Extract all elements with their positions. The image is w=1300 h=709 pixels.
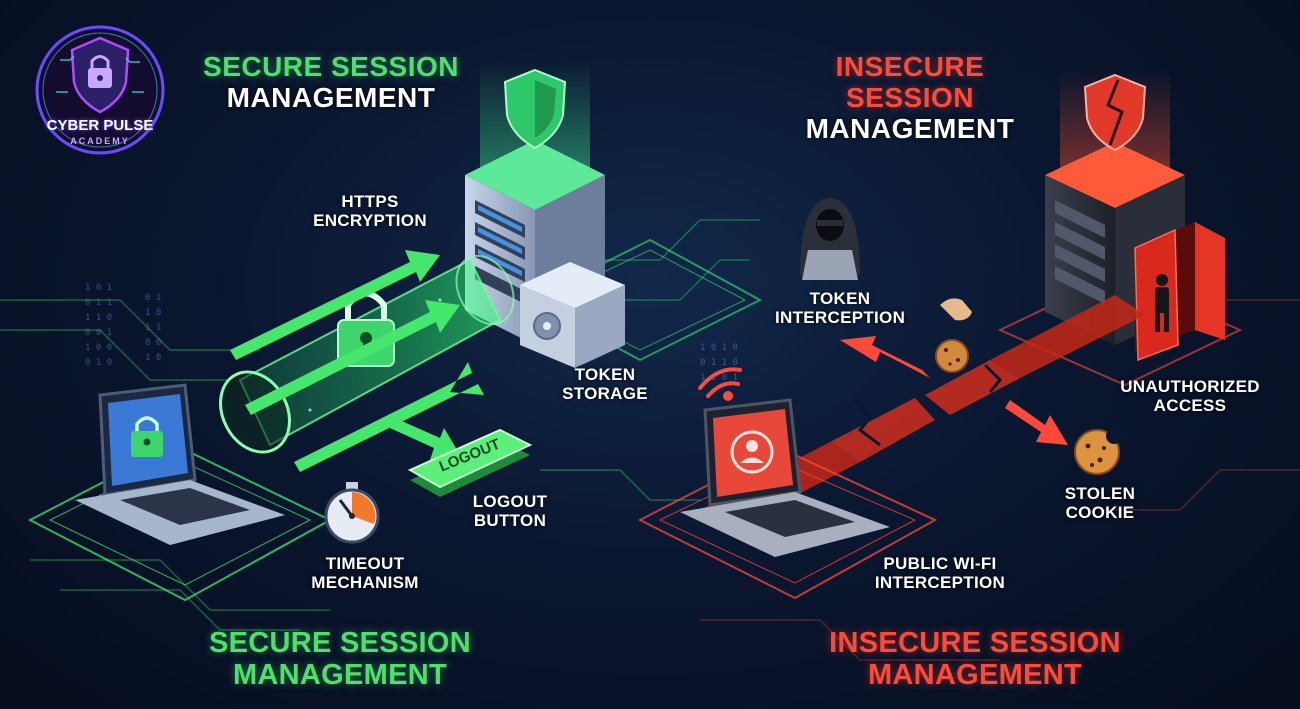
unauthorized-line2: ACCESS: [1153, 395, 1227, 415]
broken-shield-icon: [1083, 73, 1147, 152]
token-interception-line1: TOKEN: [809, 289, 871, 308]
stolen-cookie-line2: COOKIE: [1065, 502, 1135, 522]
public-wifi-label: PUBLIC WI-FI INTERCEPTION: [860, 554, 1020, 592]
svg-text:0 1 0: 0 1 0: [85, 358, 112, 368]
unauthorized-access-label: UNAUTHORIZED ACCESS: [1115, 377, 1265, 415]
token-storage-safe-icon: [520, 262, 625, 368]
https-label-line2: ENCRYPTION: [313, 210, 427, 230]
timeout-label-line1: TIMEOUT: [325, 554, 405, 573]
unauthorized-line1: UNAUTHORIZED: [1120, 377, 1260, 396]
open-door-icon: [1134, 222, 1225, 362]
insecure-title: INSECURE SESSION MANAGEMENT: [770, 51, 1050, 144]
token-storage-line2: STORAGE: [562, 383, 648, 403]
cyber-pulse-logo: [35, 25, 165, 155]
svg-text:0 0 1: 0 0 1: [85, 328, 112, 338]
token-interception-line2: INTERCEPTION: [775, 307, 906, 327]
svg-text:1 0 0: 1 0 0: [85, 343, 112, 353]
wifi-icon: [698, 367, 742, 401]
svg-text:0 0: 0 0: [145, 338, 161, 348]
public-wifi-line1: PUBLIC WI-FI: [883, 554, 997, 573]
timeout-label-line2: MECHANISM: [311, 572, 419, 592]
logo-subtitle: ACADEMY: [70, 136, 130, 146]
binary-code-decoration: 1 0 1 0 1 1 1 1 0 0 0 1 1 0 0 0 1 0 0 1 1 0 1 …: [85, 283, 738, 383]
svg-text:0 1: 0 1: [145, 293, 161, 303]
secure-title-line1: SECURE SESSION: [203, 51, 459, 82]
svg-text:1 0: 1 0: [145, 353, 161, 363]
intruder-figure-icon: [1155, 274, 1169, 332]
https-encryption-label: HTTPS ENCRYPTION: [300, 192, 440, 230]
token-storage-line1: TOKEN: [574, 365, 636, 384]
timeout-mechanism-label: TIMEOUT MECHANISM: [305, 554, 425, 592]
insecure-bottom-title: INSECURE SESSION MANAGEMENT: [829, 627, 1121, 691]
logout-label-line1: LOGOUT: [472, 492, 548, 511]
https-label-line1: HTTPS: [341, 192, 399, 211]
user-profile-icon: [730, 430, 774, 474]
logout-label-line2: BUTTON: [473, 510, 547, 530]
svg-text:1 0 1 0: 1 0 1 0: [700, 343, 738, 353]
svg-text:1 0: 1 0: [145, 308, 161, 318]
logout-button-icon: [407, 428, 533, 497]
secure-title: SECURE SESSION MANAGEMENT: [200, 51, 462, 114]
laptop-lock-icon: [131, 416, 163, 457]
token-interception-label: TOKEN INTERCEPTION: [775, 289, 906, 327]
svg-text:1 0 1: 1 0 1: [85, 283, 112, 293]
hacker-icon: [800, 198, 860, 280]
stolen-cookie-icon: [1074, 428, 1122, 475]
logout-button-label: LOGOUT BUTTON: [460, 492, 560, 530]
insecure-laptop-icon: [680, 398, 890, 557]
insecure-title-line1: INSECURE SESSION: [835, 51, 985, 113]
insecure-flow-arrows: [840, 336, 1068, 445]
secure-title-line2: MANAGEMENT: [226, 81, 436, 113]
hand-grabbing-cookie-icon: [935, 298, 972, 373]
svg-text:1 1 0: 1 1 0: [85, 313, 112, 323]
secure-server-icon: [465, 140, 605, 345]
shield-icon: [503, 68, 567, 150]
svg-text:1 1 0 1: 1 1 0 1: [700, 373, 738, 383]
timeout-stopwatch-icon: [324, 482, 380, 544]
logo-name: CYBER PULSE: [46, 117, 154, 134]
token-storage-label: TOKEN STORAGE: [555, 365, 655, 403]
secure-flow-arrows: [230, 250, 484, 472]
secure-bottom-title: SECURE SESSION MANAGEMENT: [208, 627, 472, 691]
svg-text:0 1 1 0: 0 1 1 0: [700, 358, 738, 368]
stolen-cookie-line1: STOLEN: [1064, 484, 1136, 503]
stolen-cookie-label: STOLEN COOKIE: [1050, 484, 1150, 522]
public-wifi-line2: INTERCEPTION: [874, 572, 1006, 592]
insecure-server-icon: [1045, 142, 1185, 345]
svg-text:1 1: 1 1: [145, 323, 161, 333]
insecure-title-line2: MANAGEMENT: [805, 112, 1015, 144]
secure-laptop-icon: [75, 383, 285, 545]
shield-lock-icon: [70, 36, 130, 114]
svg-text:0 1 1: 0 1 1: [85, 298, 112, 308]
